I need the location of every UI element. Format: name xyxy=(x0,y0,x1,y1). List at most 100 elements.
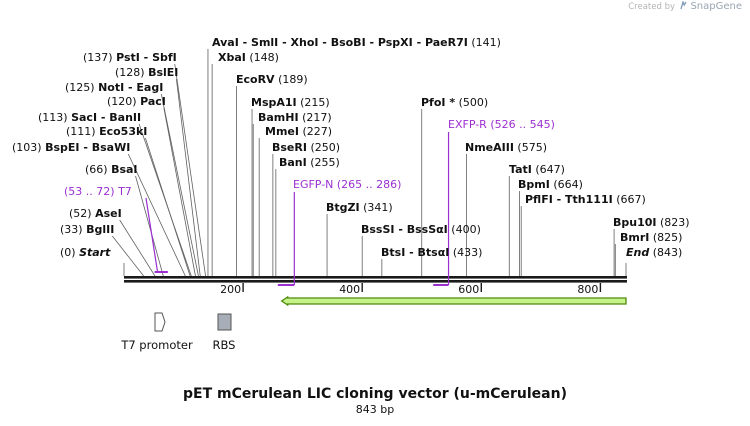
site-label-mspa1i[interactable]: MspA1I (215) xyxy=(251,96,330,109)
site-connector xyxy=(175,78,201,277)
site-position: (0) xyxy=(60,246,79,259)
site-label-bsai[interactable]: (66) BsaI xyxy=(85,163,138,176)
primer-label-egfp-n[interactable]: EGFP-N (265 .. 286) xyxy=(293,178,401,191)
tick-label: 400 xyxy=(339,283,360,296)
site-label-bspei-bsawi[interactable]: (103) BspEI - BsaWI xyxy=(12,141,130,154)
site-label-start[interactable]: (0) Start xyxy=(60,246,111,259)
site-connectors xyxy=(111,49,627,277)
site-label-ecorv[interactable]: EcoRV (189) xyxy=(236,73,308,86)
site-position: (575) xyxy=(514,141,547,154)
site-name: BseRI xyxy=(272,141,307,154)
site-name: BglII xyxy=(86,223,114,236)
site-name: AvaI - SmlI - XhoI - BsoBI - PspXI - Pae… xyxy=(212,36,468,49)
site-name: PstI - SbfI xyxy=(116,51,177,64)
primer-label-exfp-r[interactable]: EXFP-R (526 .. 545) xyxy=(448,118,555,131)
site-connector xyxy=(127,153,186,277)
site-position: (825) xyxy=(649,231,682,244)
site-label-mmei[interactable]: MmeI (227) xyxy=(265,125,332,138)
site-label-xbai[interactable]: XbaI (148) xyxy=(218,51,279,64)
site-position: (189) xyxy=(275,73,308,86)
site-name: BamHI xyxy=(258,111,299,124)
site-label-bamhi[interactable]: BamHI (217) xyxy=(258,111,332,124)
site-position: (647) xyxy=(532,163,565,176)
bottom-strand xyxy=(124,280,627,283)
site-position: (255) xyxy=(307,156,340,169)
site-label-bsssi-bsss-i[interactable]: BssSI - BssSαI (400) xyxy=(361,223,481,236)
site-position: (113) xyxy=(38,111,71,124)
site-name: BslEI xyxy=(148,66,178,79)
site-label-nmeaiii[interactable]: NmeAIII (575) xyxy=(465,141,547,154)
site-name: EcoRV xyxy=(236,73,275,86)
site-labels: (137) PstI - SbfI (128) BslEI (125) NotI -… xyxy=(12,36,690,259)
site-position: (217) xyxy=(299,111,332,124)
site-name: Eco53kI xyxy=(99,125,147,138)
primer-markers: (53 .. 72) T7 EGFP-N (265 .. 286) EXFP-R (… xyxy=(64,118,555,286)
site-position: (843) xyxy=(649,246,682,259)
site-label-paci[interactable]: (120) PacI xyxy=(107,95,166,108)
primer-range: (53 .. 72) xyxy=(64,185,118,198)
site-name: BtgZI xyxy=(326,201,360,214)
site-name: PfoI * xyxy=(421,96,455,109)
site-position: (215) xyxy=(297,96,330,109)
site-position: (823) xyxy=(657,216,690,229)
site-label-tati[interactable]: TatI (647) xyxy=(509,163,565,176)
map-title: pET mCerulean LIC cloning vector (u-mCer… xyxy=(183,386,567,402)
site-position: (66) xyxy=(85,163,111,176)
primer-label-t7[interactable]: (53 .. 72) T7 xyxy=(64,185,132,198)
primer-name: EGFP-N xyxy=(293,178,337,191)
site-name: XbaI xyxy=(218,51,246,64)
site-label-bseri[interactable]: BseRI (250) xyxy=(272,141,340,154)
site-name: BmrI xyxy=(620,231,649,244)
site-position: (433) xyxy=(449,246,482,259)
site-name: MmeI xyxy=(265,125,299,138)
primer-name: EXFP-R xyxy=(448,118,490,131)
site-position: (125) xyxy=(65,81,98,94)
site-label-saci-banii[interactable]: (113) SacI - BanII xyxy=(38,111,141,124)
site-label-asei[interactable]: (52) AseI xyxy=(69,207,122,220)
site-name: AseI xyxy=(95,207,122,220)
site-connector xyxy=(111,235,144,277)
site-position: (667) xyxy=(613,193,646,206)
site-label-btsi-bts-i[interactable]: BtsI - BtsαI (433) xyxy=(381,246,482,259)
site-name: BspEI - BsaWI xyxy=(45,141,130,154)
site-name: SacI - BanII xyxy=(71,111,141,124)
primer-range: (265 .. 286) xyxy=(337,178,402,191)
site-label-eco53ki[interactable]: (111) Eco53kI xyxy=(66,125,147,138)
site-position: (111) xyxy=(66,125,99,138)
tick-label: 800 xyxy=(577,283,598,296)
site-label-psti-sbfi[interactable]: (137) PstI - SbfI xyxy=(83,51,177,64)
site-name: BsaI xyxy=(111,163,137,176)
site-name: Bpu10I xyxy=(613,216,657,229)
site-name: NotI - EagI xyxy=(98,81,163,94)
site-label-bani[interactable]: BanI (255) xyxy=(279,156,340,169)
site-label-end[interactable]: End (843) xyxy=(626,246,682,259)
map-length: 843 bp xyxy=(355,403,395,416)
site-label-pfoi[interactable]: PfoI * (500) xyxy=(421,96,488,109)
site-name: BanI xyxy=(279,156,307,169)
site-label-bpmi[interactable]: BpmI (664) xyxy=(518,178,583,191)
site-label-btgzi[interactable]: BtgZI (341) xyxy=(326,201,393,214)
site-label-avai-smli-xhoi-bsobi-pspxi-paer7i[interactable]: AvaI - SmlI - XhoI - BsoBI - PspXI - Pae… xyxy=(212,36,501,49)
snapgene-logo-icon xyxy=(680,1,687,10)
site-label-bmri[interactable]: BmrI (825) xyxy=(620,231,682,244)
promoter-arrow-icon[interactable] xyxy=(154,312,166,332)
site-position: (400) xyxy=(448,223,481,236)
site-label-bpu10i[interactable]: Bpu10I (823) xyxy=(613,216,690,229)
site-name: PacI xyxy=(140,95,166,108)
feature-label-t7-promoter: T7 promoter xyxy=(120,338,193,352)
site-position: (227) xyxy=(299,125,332,138)
site-name: BtsI - BtsαI xyxy=(381,246,449,259)
site-label-bglii[interactable]: (33) BglII xyxy=(60,223,114,236)
site-position: (141) xyxy=(468,36,501,49)
rbs-box-icon[interactable] xyxy=(217,313,232,331)
site-position: (341) xyxy=(360,201,393,214)
site-label-noti-eagi[interactable]: (125) NotI - EagI xyxy=(65,81,163,94)
cds-arrow-mcerulean[interactable] xyxy=(280,295,627,307)
site-label-pflfi-tth111i[interactable]: PflFI - Tth111I (667) xyxy=(525,193,646,206)
snapgene-credit: Created by SnapGene xyxy=(628,1,742,12)
site-label-bslei[interactable]: (128) BslEI xyxy=(115,66,178,79)
created-by-label: Created by xyxy=(628,2,676,12)
site-name: Start xyxy=(79,246,111,259)
